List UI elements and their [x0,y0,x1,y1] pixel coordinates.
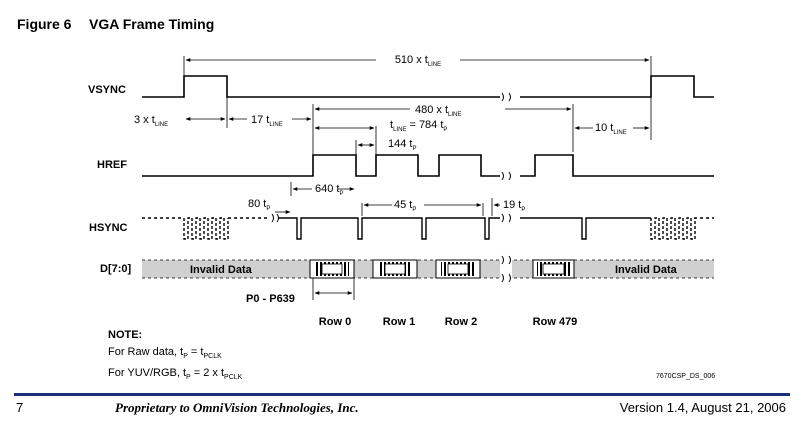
note-yuv-rgb: For YUV/RGB, tP = 2 x tPCLK [108,367,243,381]
note-raw-data: For Raw data, tP = tPCLK [108,346,222,360]
href-gap-label: 144 tP [388,138,416,152]
active-lines-label: 480 x tLINE [415,104,461,118]
footer-rule [14,393,790,396]
data-bus-valid-row-479 [532,259,575,279]
frame-period-label: 510 x tLINE [395,54,441,68]
data-bus-valid-row-0 [309,259,355,279]
vsync-label: VSYNC [88,84,126,96]
data-bus-invalid-mid-1 [354,260,373,278]
invalid-data-left-label: Invalid Data [190,264,253,276]
line-period-label: tLINE = 784 tP [390,119,447,133]
active-pixels-label: 640 tP [315,183,343,197]
href-label: HREF [97,159,127,171]
hsync-lead-label: 80 tP [248,198,270,212]
hsync-gap-label: 45 tP [394,199,416,213]
data-bus-invalid-right [574,260,714,278]
note-heading: NOTE: [108,329,143,341]
data-bus-valid-row-2 [435,259,481,279]
hsync-waveform [142,217,714,240]
figure-title: VGA Frame Timing [89,16,215,32]
hsync-label: HSYNC [89,222,128,234]
data-bus-invalid-left [142,260,310,278]
drawing-code: 7670CSP_DS_006 [656,373,716,380]
invalid-data-right-label: Invalid Data [615,264,678,276]
proprietary-notice: Proprietary to OmniVision Technologies, … [115,400,359,415]
href-break [501,171,511,181]
data-bus-valid-row-1 [372,259,418,279]
row-label-2: Row 2 [445,316,477,328]
figure-number: Figure 6 [17,16,72,32]
hsync-trail-label: 19 tP [503,199,525,213]
data-bus-invalid-mid-2 [417,260,436,278]
pixel-range-label: P0 - P639 [246,293,295,305]
data-bus-break [500,255,512,283]
row-label-0: Row 0 [319,316,351,328]
vsync-break [501,92,511,102]
hsync-break [271,213,511,223]
vsync-waveform [142,75,714,98]
version-info: Version 1.4, August 21, 2006 [619,400,786,415]
row-label-1: Row 1 [383,316,415,328]
row-label-479: Row 479 [533,316,578,328]
front-porch-label: 10 tLINE [595,122,627,136]
vsync-width-label: 3 x tLINE [134,114,168,128]
href-waveform [142,154,714,177]
back-porch-label: 17 tLINE [251,114,283,128]
page-number: 7 [16,400,24,415]
data-bus-label: D[7:0] [100,263,132,275]
